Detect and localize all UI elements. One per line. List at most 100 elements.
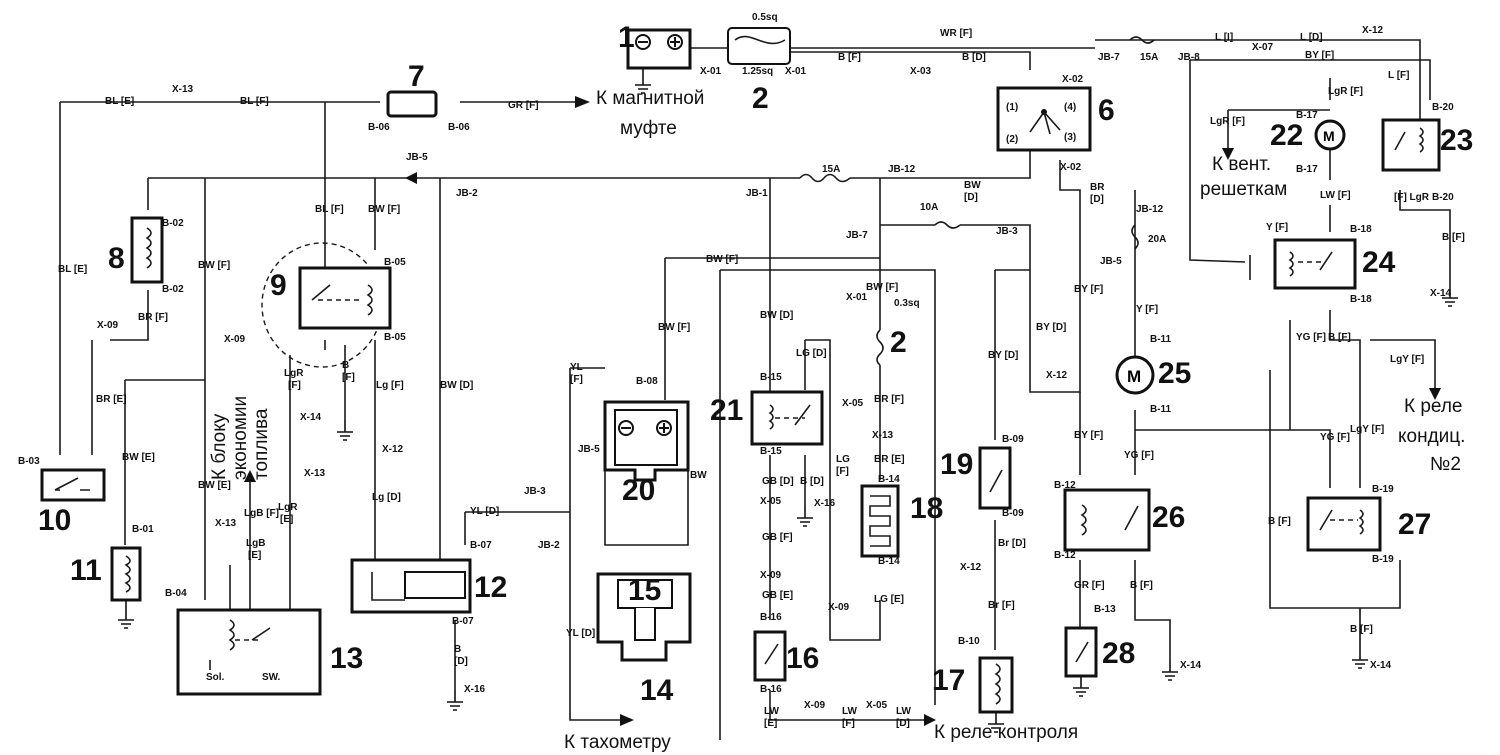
wire-label: B-07 <box>452 616 474 627</box>
wire-label: BY [F] <box>1305 50 1334 61</box>
module-12-symbol <box>350 558 472 614</box>
wire-label: JB-2 <box>456 188 478 199</box>
component-number: 21 <box>710 394 743 427</box>
wire-label: X-09 <box>97 320 119 331</box>
wire-label: 0.5sq <box>752 12 778 23</box>
component-number: 28 <box>1102 637 1135 670</box>
resistor-symbol <box>386 90 438 118</box>
wire-label: [E] <box>764 718 777 729</box>
wire-label: JB-12 <box>1136 204 1164 215</box>
wire-label: B-05 <box>384 332 406 343</box>
wire-label: X-09 <box>760 570 782 581</box>
wire-label: X-14 <box>300 412 322 423</box>
wire-label: LG [E] <box>874 594 904 605</box>
wire-label: LgB <box>246 538 265 549</box>
svg-text:M: M <box>1127 367 1141 386</box>
wire-label: X-13 <box>304 468 326 479</box>
fuel-economy-annotation: экономии <box>230 396 251 480</box>
wire-label: B-14 <box>878 474 900 485</box>
wire-label: B <box>342 360 349 371</box>
heater-18-symbol <box>860 484 900 558</box>
wire-label: X-05 <box>760 496 782 507</box>
wire-label: BY [F] <box>1074 284 1103 295</box>
solenoid-11-symbol <box>110 546 142 629</box>
wire-label: B-15 <box>760 446 782 457</box>
wire-label: BR [E] <box>96 394 127 405</box>
svg-text:M: M <box>1323 128 1335 144</box>
wire-label: B-10 <box>958 636 980 647</box>
wire-label: LgR [F] <box>1210 116 1245 127</box>
wire-label: BL [F] <box>315 204 344 215</box>
wires <box>59 39 1451 740</box>
wire-label: LW <box>842 706 858 717</box>
wire-label: [F] <box>342 372 355 383</box>
wire-label: [D] <box>1090 194 1104 205</box>
wire-label: BW [D] <box>760 310 793 321</box>
wire-label: B [D] <box>800 476 824 487</box>
destination-annotation: К реле <box>1404 396 1463 417</box>
wire-label: X-07 <box>1252 42 1274 53</box>
wire-label: X-14 <box>1430 288 1452 299</box>
component-number: 17 <box>932 664 965 697</box>
relay-24-symbol <box>1273 238 1357 290</box>
wire-label: BR [F] <box>138 312 168 323</box>
wire-label: B-20 <box>1432 102 1454 113</box>
component-number: 15 <box>628 574 661 607</box>
ground-symbols <box>337 290 1458 733</box>
wire-label: BR [E] <box>874 454 905 465</box>
wire-label: LW [F] <box>1320 190 1351 201</box>
wire-label: X-14 <box>1180 660 1202 671</box>
wire-label: B <box>454 644 461 655</box>
wire-label: BL [E] <box>58 264 87 275</box>
wire-label: BW [F] <box>706 254 738 265</box>
wire-label: LG <box>836 454 850 465</box>
wire-label: YL [D] <box>470 506 499 517</box>
wire-label: B-14 <box>878 556 900 567</box>
wire-label: L [F] <box>1388 70 1409 81</box>
switch-19-symbol <box>978 446 1012 510</box>
unit-13-symbol <box>176 608 322 696</box>
switch-16-symbol <box>753 630 787 682</box>
relay-23-symbol <box>1381 118 1441 172</box>
wire-label: BW [D] <box>440 380 473 391</box>
wire-label: B [F] <box>838 52 861 63</box>
wire-label: B-13 <box>1094 604 1116 615</box>
wire-label: JB-12 <box>888 164 916 175</box>
relay-21-symbol <box>750 390 824 446</box>
wire-label: BW <box>690 470 707 481</box>
wire-label: BR <box>1090 182 1105 193</box>
wire-label: LgB [F] <box>244 508 279 519</box>
wire-label: BW <box>964 180 981 191</box>
wire-label: B-09 <box>1002 508 1024 519</box>
wire-label: LW <box>896 706 912 717</box>
component-number: 11 <box>70 554 102 587</box>
wire-label: BW [E] <box>198 480 231 491</box>
wire-label: B-16 <box>760 684 782 695</box>
wire-label: LgR <box>278 502 298 513</box>
ignition-switch-symbol: (1) (2) (4) (3) <box>996 86 1092 152</box>
component-number: 9 <box>270 269 287 302</box>
wire-label: B-17 <box>1296 164 1318 175</box>
wire-label: [F] <box>288 380 301 391</box>
destination-annotation: К магнитной <box>596 88 704 109</box>
wire-label: B-02 <box>162 284 184 295</box>
wire-label: Y [F] <box>1136 304 1158 315</box>
wire-label: JB-5 <box>406 152 428 163</box>
wire-label: LG [D] <box>796 348 827 359</box>
wire-label: B-06 <box>368 122 390 133</box>
wire-label: JB-3 <box>996 226 1018 237</box>
component-number: 25 <box>1158 357 1191 390</box>
switch-10-symbol <box>40 468 106 502</box>
component-number: 1 <box>618 21 635 54</box>
wire-label: B [F] <box>1442 232 1465 243</box>
wire-label: B-18 <box>1350 294 1372 305</box>
relay-symbol <box>298 266 392 330</box>
wire-label: JB-2 <box>538 540 560 551</box>
component-number: 7 <box>408 60 425 93</box>
wire-label: X-12 <box>960 562 982 573</box>
wire-label: B-18 <box>1350 224 1372 235</box>
wire-label: BW [E] <box>122 452 155 463</box>
wire-label: LgR [F] <box>1328 86 1363 97</box>
